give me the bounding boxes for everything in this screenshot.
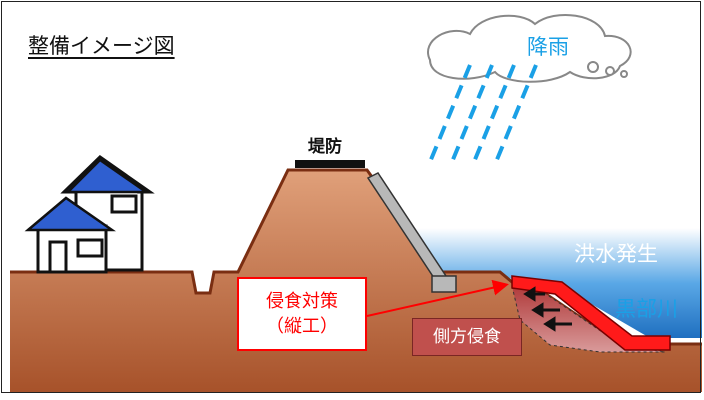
vertical-works <box>511 275 671 351</box>
levee-label: 堤防 <box>308 137 342 157</box>
flood-label: 洪水発生 <box>574 242 658 266</box>
countermeasure-callout: 侵食対策 （縦工） <box>237 277 367 351</box>
revetment-toe <box>431 275 457 293</box>
pointer-arrow <box>366 279 509 317</box>
diagram-title: 整備イメージ図 <box>28 34 175 58</box>
countermeasure-line1: 侵食対策 <box>266 291 338 312</box>
erosion-arrows <box>523 286 572 332</box>
rain-label: 降雨 <box>527 35 569 59</box>
house-front <box>24 196 116 274</box>
river-label: 黒部川 <box>615 297 678 321</box>
erosion-zone <box>511 285 666 353</box>
levee-crest <box>295 160 365 168</box>
cloud <box>427 13 632 83</box>
countermeasure-line2: （縦工） <box>266 316 338 337</box>
side-erosion-label: 側方侵食 <box>412 318 522 356</box>
rain-drops <box>428 64 538 163</box>
